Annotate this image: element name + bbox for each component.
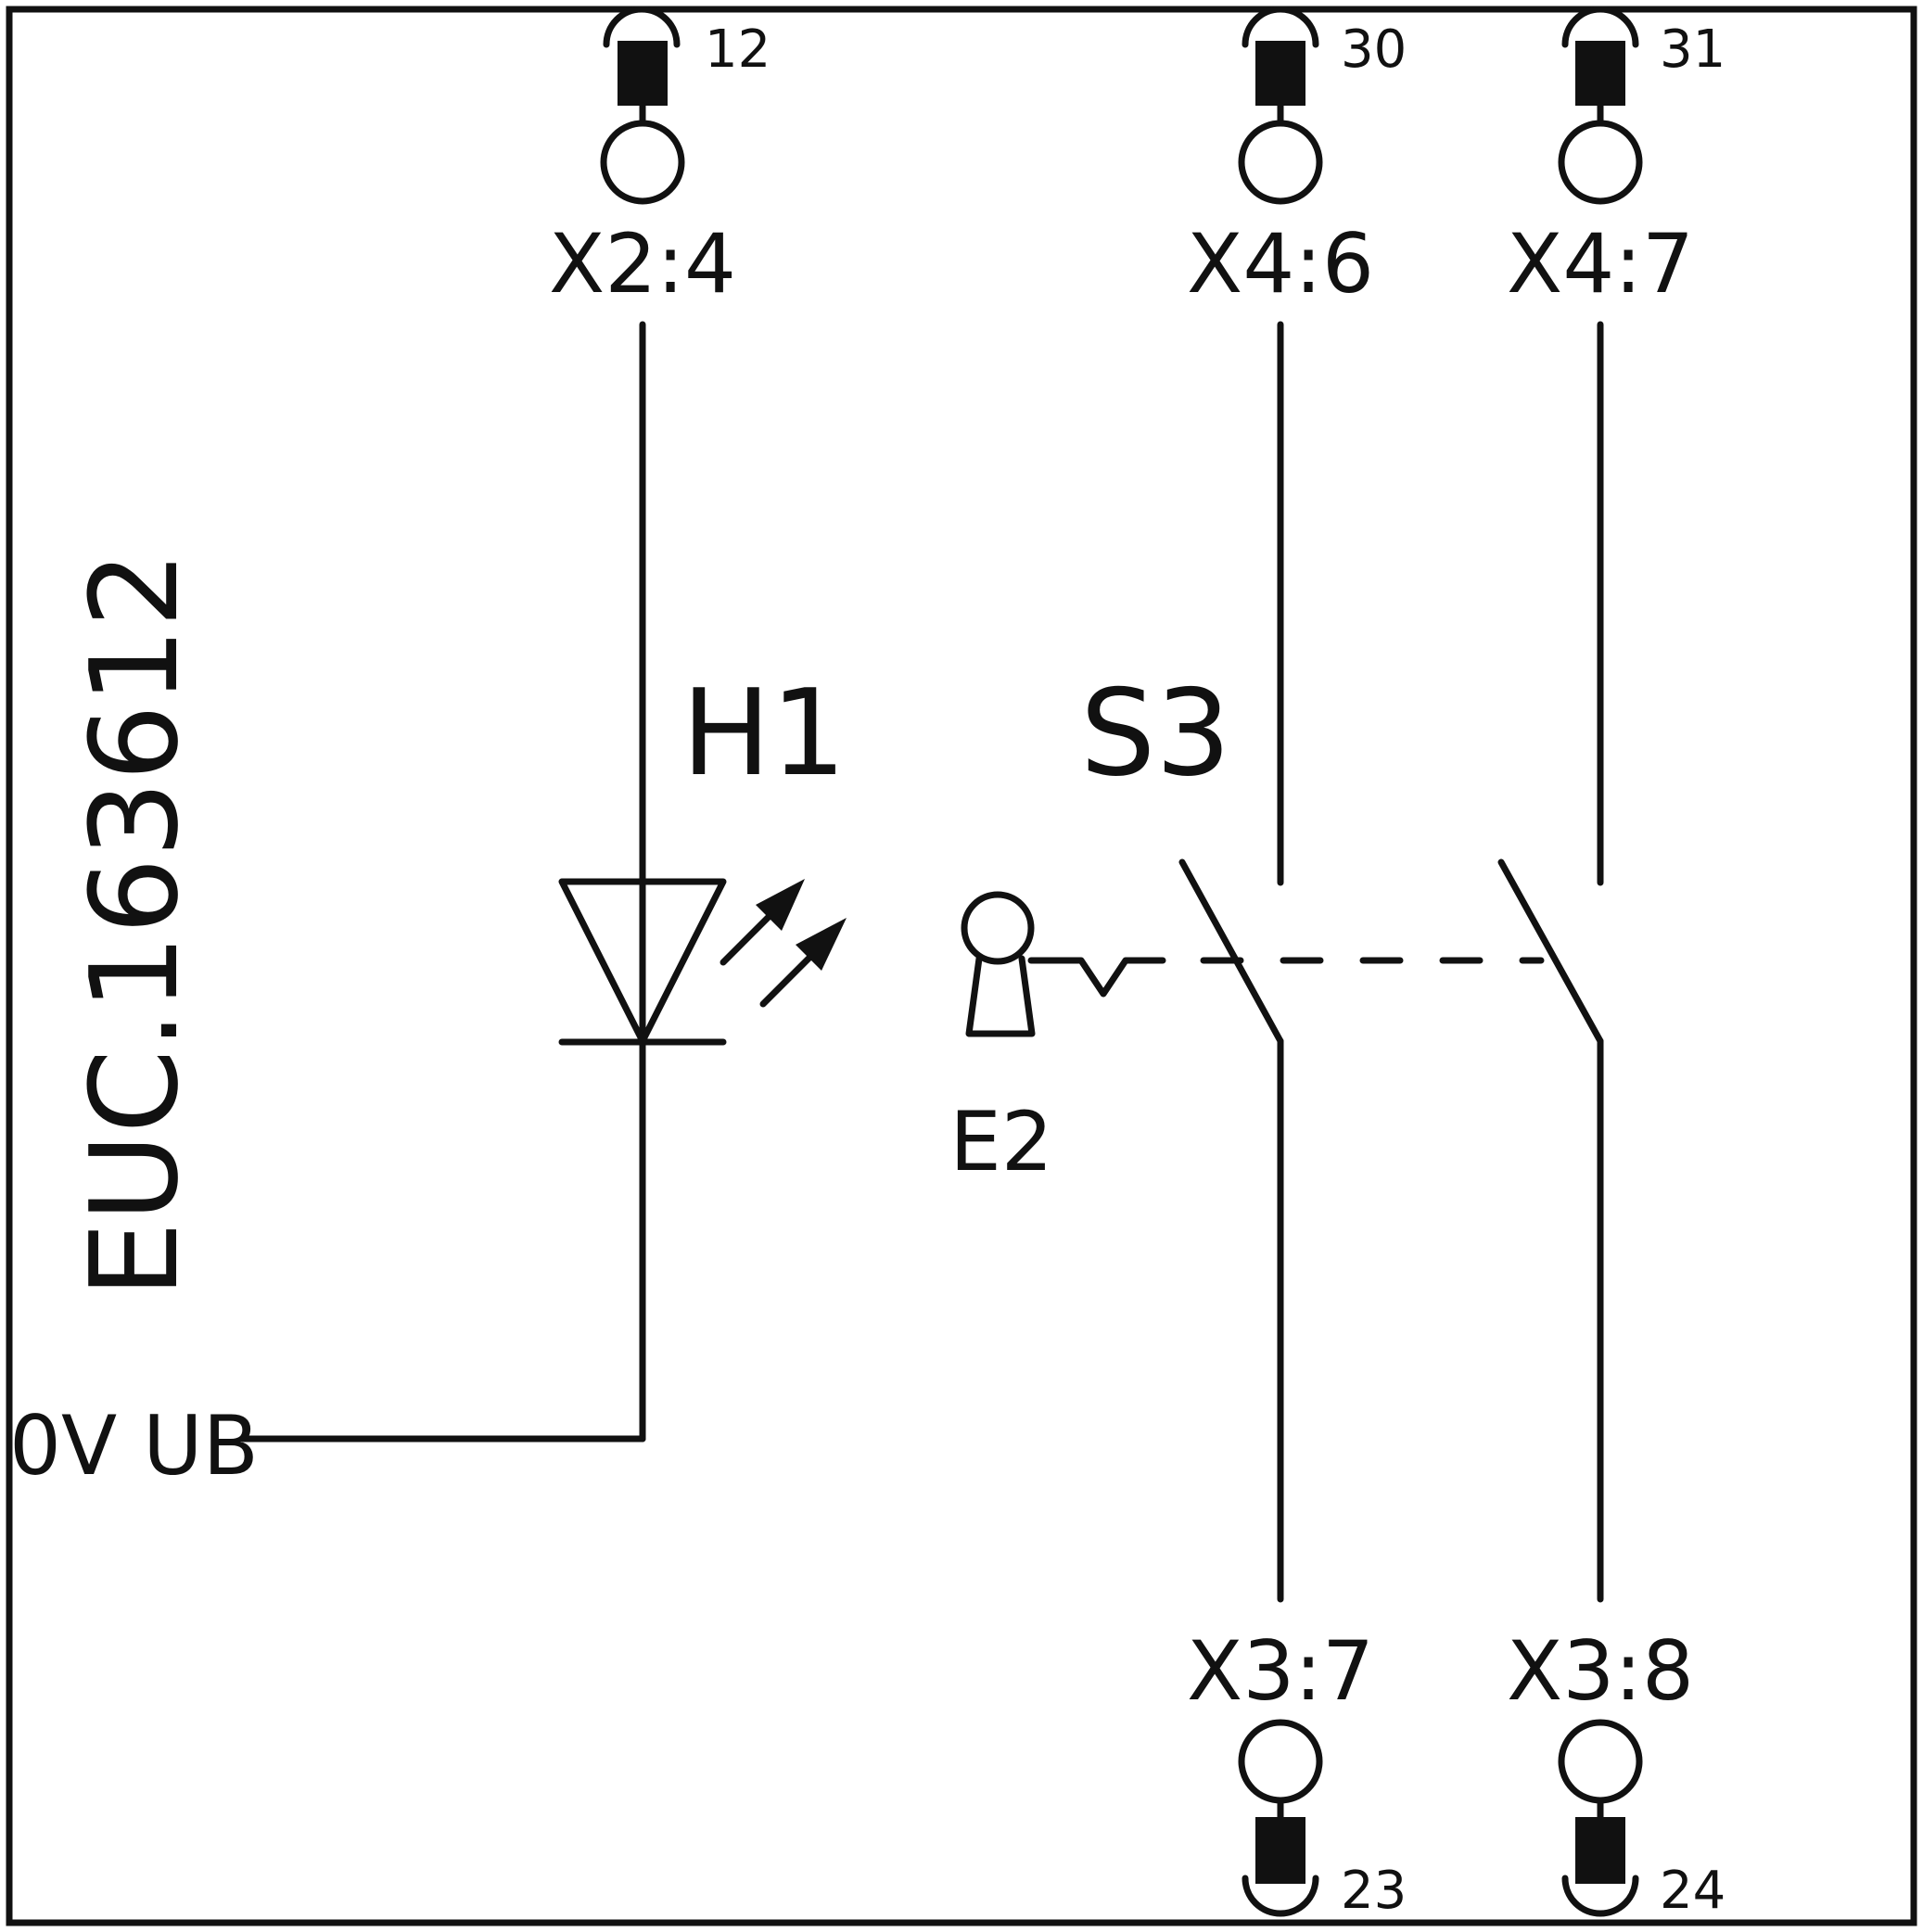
supply-0v-ub: 0V UB [9, 1398, 646, 1493]
wire-ferrule [1575, 1817, 1625, 1884]
terminal-circle [1558, 1719, 1643, 1804]
connector-label: X3:8 [1507, 1623, 1694, 1719]
wire-ferrule [1575, 41, 1625, 106]
wire-ferrule [1255, 1817, 1305, 1884]
light-arrowhead-icon [796, 918, 847, 971]
led-h1: H1 [558, 321, 847, 1443]
wire-number: 30 [1341, 19, 1407, 80]
supply-label: 0V UB [9, 1398, 259, 1493]
switch-tag: S3 [1080, 665, 1231, 803]
wire-ferrule-arc [1561, 6, 1639, 48]
diagram-frame [6, 6, 1917, 1926]
terminal-circle [600, 120, 685, 205]
actuator-tag: E2 [949, 1094, 1053, 1189]
light-arrowhead-icon [756, 879, 805, 931]
wire-ferrule [618, 41, 668, 106]
wire-ferrule-arc [603, 6, 681, 48]
light-arrow-icon [759, 949, 818, 1008]
actuator-e2: E2 [949, 891, 1166, 1189]
wire-number: 31 [1660, 19, 1726, 80]
terminal-top-x4-7: 31 X4:7 [1507, 6, 1726, 311]
wire-ferrule [1255, 41, 1305, 106]
terminal-bottom-x3-7: X3:7 23 [1187, 1623, 1407, 1921]
wire-number: 24 [1660, 1861, 1726, 1921]
connector-label: X4:6 [1187, 216, 1374, 311]
wire-ferrule-arc [1242, 1875, 1319, 1917]
device-id-label: EUC.163612 [64, 551, 205, 1298]
terminal-bottom-x3-8: X3:8 24 [1507, 1623, 1726, 1921]
terminal-circle [1238, 120, 1323, 205]
wire-number: 12 [705, 19, 770, 80]
wire-ferrule-arc [1561, 1875, 1639, 1917]
terminal-circle [1558, 120, 1643, 205]
terminal-circle [1238, 1719, 1323, 1804]
key-icon [961, 891, 1035, 965]
light-arrow-icon [720, 908, 778, 966]
led-tag: H1 [681, 665, 847, 803]
connector-label: X4:7 [1507, 216, 1694, 311]
actuator-linkage [1027, 957, 1166, 998]
connector-label: X3:7 [1187, 1623, 1374, 1719]
connector-label: X2:4 [549, 216, 736, 311]
diode-triangle [558, 878, 727, 1045]
contact-1-blade [1178, 858, 1284, 1045]
switch-s3: S3 [1080, 321, 1604, 1603]
wire-number: 23 [1341, 1861, 1407, 1921]
contact-2-blade [1497, 858, 1604, 1045]
terminal-top-x2-4: 12 X2:4 [549, 6, 770, 311]
terminal-top-x4-6: 30 X4:6 [1187, 6, 1407, 311]
wire-ferrule-arc [1242, 6, 1319, 48]
